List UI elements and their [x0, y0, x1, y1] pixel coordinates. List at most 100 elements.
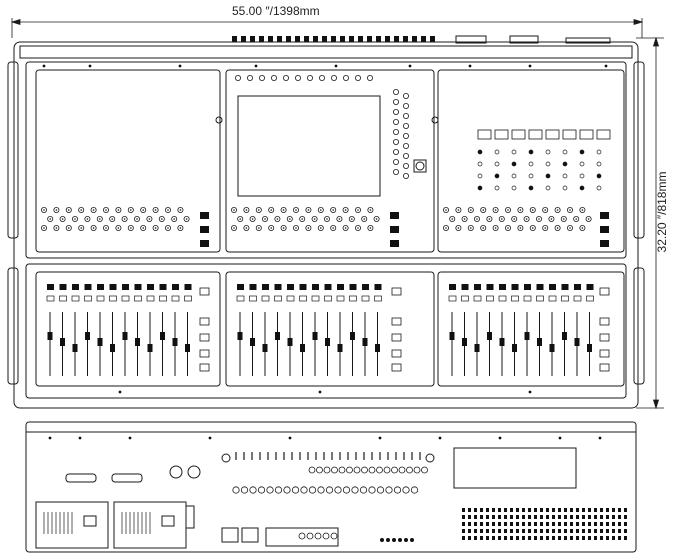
knob-icon-center: [258, 227, 260, 229]
knob-icon: [115, 206, 122, 213]
vent-slot: [474, 522, 477, 526]
vent-slot: [618, 508, 621, 512]
vent-slot: [606, 515, 609, 519]
channel-button: [498, 295, 507, 302]
knob-icon-center: [344, 227, 347, 229]
vent-slot: [606, 508, 609, 512]
knob-icon-center: [494, 209, 497, 211]
xlr-connector-icon: [298, 532, 306, 540]
vent-slot: [624, 522, 627, 526]
knob-icon: [492, 224, 499, 231]
xlr-connector-icon: [351, 486, 359, 494]
fader-icon: [135, 338, 140, 346]
knob-icon-center: [80, 227, 82, 229]
channel-button: [134, 284, 142, 290]
vent-slot: [492, 515, 495, 519]
knob-icon-center: [136, 218, 138, 220]
vent-slot: [492, 522, 495, 526]
dsub-connector-1: [65, 473, 97, 483]
jog-wheel-housing: [413, 159, 427, 173]
vent-slot: [624, 529, 627, 533]
channel-button: [299, 284, 307, 290]
width-arrow-right: [633, 18, 644, 26]
knob-icon: [367, 206, 374, 213]
control-dot: [511, 173, 517, 179]
screw-dot: [318, 390, 322, 394]
knob-icon-center: [507, 209, 509, 211]
top-connector-stub: [358, 36, 363, 42]
xlr-connector-icon: [283, 486, 291, 494]
panel-details: [41, 64, 611, 394]
channel-button: [361, 295, 370, 302]
vent-slot: [498, 515, 501, 519]
channel-button: [324, 295, 332, 302]
fader-icon: [499, 338, 505, 346]
vent-slot: [462, 536, 465, 540]
ethernet-port-icon: [596, 129, 611, 140]
channel-button: [549, 284, 556, 290]
xlr-connector-icon: [331, 466, 338, 474]
knob-icon-center: [538, 218, 540, 220]
knob-icon-center: [74, 218, 76, 220]
knob-icon-center: [233, 227, 235, 229]
knob-icon: [317, 224, 324, 231]
vent-slot: [528, 529, 531, 533]
knob-icon: [473, 215, 480, 222]
knob-icon-center: [332, 227, 335, 229]
knob-icon-center: [445, 227, 447, 229]
top-connector-stub: [340, 36, 345, 42]
vent-slot: [516, 508, 519, 512]
screw-dot: [408, 64, 412, 68]
screw-dot: [42, 64, 46, 68]
knob-icon: [292, 224, 299, 231]
top-network-port-block: [455, 35, 487, 44]
fader-icon: [362, 338, 368, 346]
top-connector-stub: [286, 36, 291, 42]
knob-icon: [65, 206, 72, 213]
knob-icon: [548, 215, 555, 222]
channel-button: [59, 284, 67, 290]
master-button: [391, 287, 402, 296]
vent-slot: [558, 522, 561, 526]
xlr-connector-icon: [240, 486, 249, 494]
dsub-connector-2: [111, 473, 143, 483]
channel-button: [249, 295, 257, 302]
screw-dot: [438, 436, 442, 440]
fader-icon: [574, 338, 580, 346]
channel-button: [146, 295, 155, 302]
vent-slot: [594, 508, 597, 512]
button-square: [200, 226, 209, 233]
top-connector-stub: [322, 36, 327, 42]
screw-dot: [88, 64, 92, 68]
master-button: [599, 363, 610, 372]
knob-icon-center: [295, 209, 297, 211]
channel-button: [511, 284, 519, 290]
master-button: [599, 333, 610, 342]
knob-icon: [306, 75, 313, 82]
vent-slot: [588, 515, 591, 519]
screw-dot: [468, 64, 472, 68]
control-dot: [562, 173, 568, 179]
button-square: [600, 240, 609, 247]
knob-icon: [243, 224, 250, 231]
knob-icon-center: [519, 227, 522, 229]
knob-icon: [354, 75, 361, 82]
knob-icon-center: [80, 209, 82, 211]
knob-icon-center: [563, 218, 565, 220]
screw-dot: [128, 436, 132, 440]
vent-slot: [588, 529, 591, 533]
fader-icon: [72, 344, 78, 352]
knob-icon: [517, 224, 524, 231]
fader-icon: [350, 332, 355, 340]
vent-slot: [492, 529, 495, 533]
control-dot: [562, 161, 568, 167]
vent-slot: [552, 522, 555, 526]
control-dot: [545, 185, 551, 191]
master-button: [599, 287, 610, 296]
knob-icon-center: [270, 227, 273, 229]
vent-slot: [564, 529, 567, 533]
master-button: [391, 317, 402, 326]
fader-icon: [375, 344, 380, 352]
vent-slot: [480, 515, 483, 519]
knob-icon: [402, 152, 409, 159]
